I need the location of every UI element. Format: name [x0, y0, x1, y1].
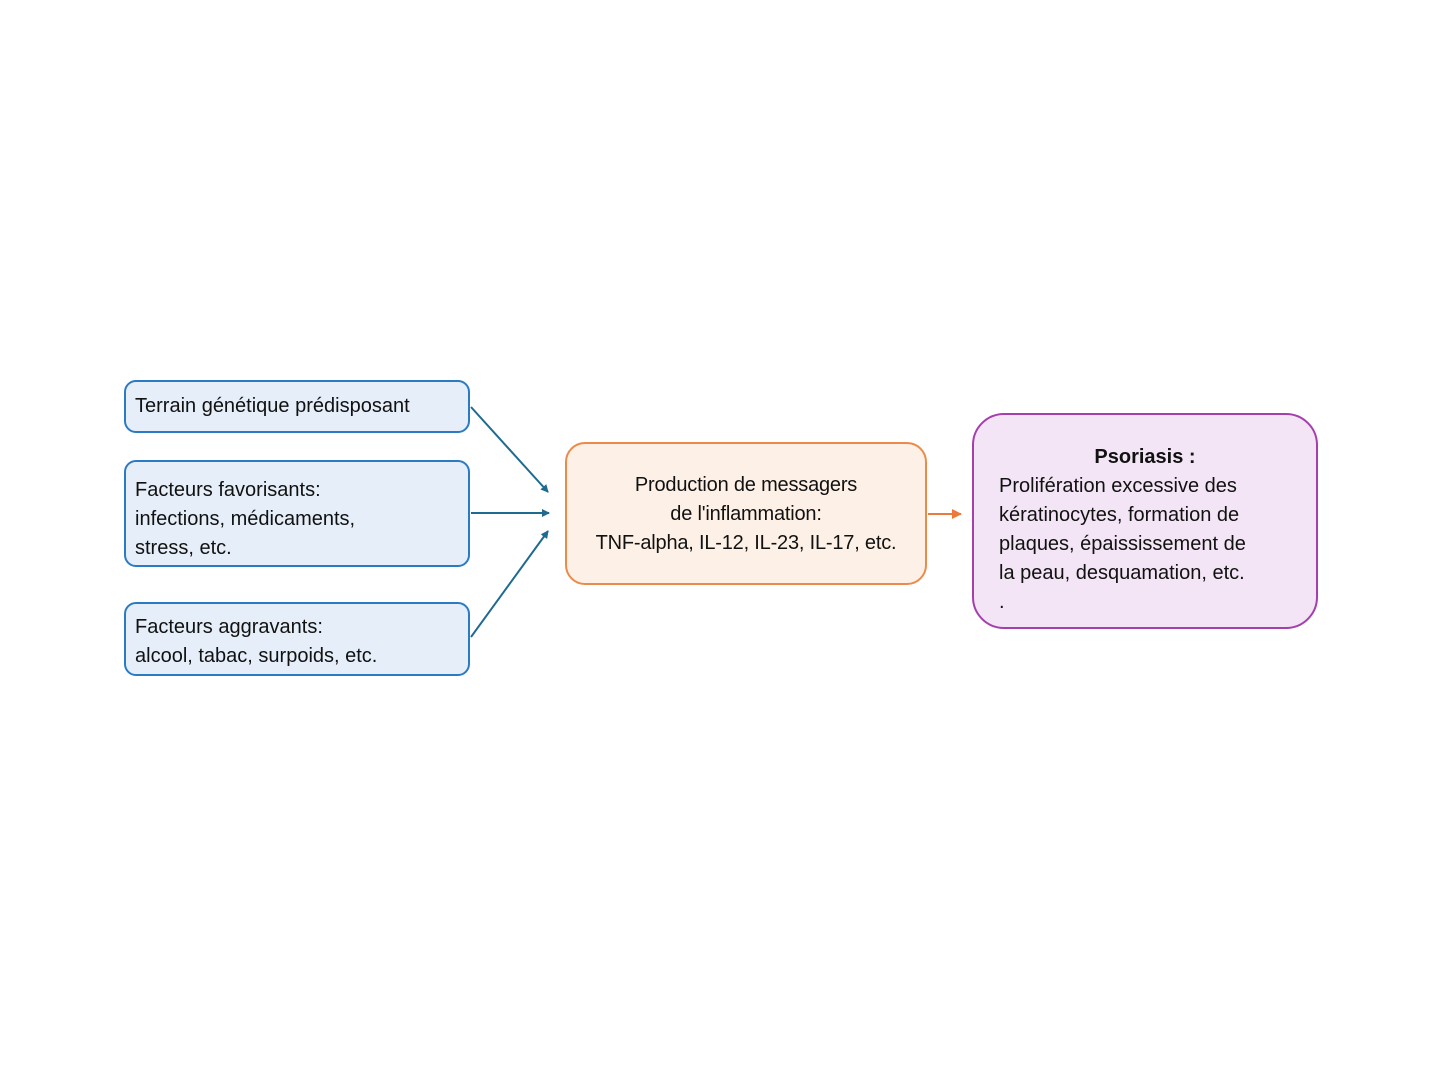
- arrow-genetic-to-mechanism: [470, 406, 549, 493]
- psoriasis-title: Psoriasis :: [1094, 446, 1196, 468]
- genetic-terrain-text: Terrain génétique prédisposant: [135, 392, 468, 421]
- text-line: Production de messagers: [634, 474, 858, 496]
- text-line: TNF-alpha, IL-12, IL-23, IL-17, etc.: [595, 532, 897, 554]
- arrow-aggravating-to-mechanism: [470, 530, 549, 638]
- text-line: stress, etc.: [135, 537, 232, 559]
- text-line: Prolifération excessive des: [999, 475, 1237, 497]
- psoriasis-box: Psoriasis : Prolifération excessive des …: [972, 413, 1318, 629]
- inflammation-messengers-box: Production de messagers de l'inflammatio…: [565, 442, 927, 585]
- inflammation-messengers-text: Production de messagers de l'inflammatio…: [567, 471, 925, 558]
- aggravating-factors-text: Facteurs aggravants: alcool, tabac, surp…: [135, 613, 468, 671]
- genetic-terrain-box: Terrain génétique prédisposant: [124, 380, 470, 433]
- text-line: de l'inflammation:: [670, 503, 822, 525]
- text-line: infections, médicaments,: [135, 508, 356, 530]
- text-line: Terrain génétique prédisposant: [135, 395, 410, 417]
- favoring-factors-box: Facteurs favorisants: infections, médica…: [124, 460, 470, 567]
- text-line: Facteurs aggravants:: [135, 616, 323, 638]
- favoring-factors-text: Facteurs favorisants: infections, médica…: [135, 476, 468, 563]
- text-line: plaques, épaississement de: [999, 533, 1246, 555]
- text-line: .: [999, 591, 1005, 613]
- text-line: Facteurs favorisants:: [135, 479, 321, 501]
- aggravating-factors-box: Facteurs aggravants: alcool, tabac, surp…: [124, 602, 470, 676]
- text-line: alcool, tabac, surpoids, etc.: [135, 645, 378, 667]
- text-line: kératinocytes, formation de: [999, 504, 1240, 526]
- text-line: la peau, desquamation, etc.: [999, 562, 1245, 584]
- psoriasis-text: Psoriasis : Prolifération excessive des …: [999, 443, 1316, 617]
